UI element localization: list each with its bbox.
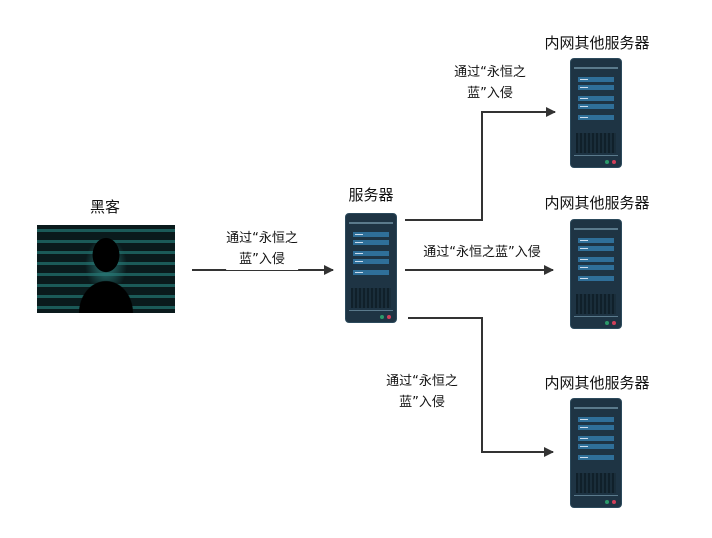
target-server-icon-3 (570, 398, 622, 508)
main-server-label: 服务器 (348, 186, 394, 204)
hacker-image (37, 225, 175, 313)
edge-label-1: 通过“永恒之蓝”入侵 (454, 62, 526, 104)
target-server-label-3: 内网其他服务器 (544, 374, 650, 392)
target-server-icon-1 (570, 58, 622, 168)
arrow-server-to-target-1 (405, 107, 556, 221)
main-server-icon (345, 213, 397, 323)
edge-label-3: 通过“永恒之蓝”入侵 (386, 371, 458, 413)
hacker-label: 黑客 (89, 198, 121, 216)
target-server-label-2: 内网其他服务器 (544, 194, 650, 212)
edge-label-2: 通过“永恒之蓝”入侵 (423, 242, 541, 263)
arrow-server-to-target-3 (408, 317, 554, 457)
attack-edge-label: 通过“永恒之蓝”入侵 (226, 228, 298, 270)
target-server-label-1: 内网其他服务器 (544, 34, 650, 52)
target-server-icon-2 (570, 219, 622, 329)
